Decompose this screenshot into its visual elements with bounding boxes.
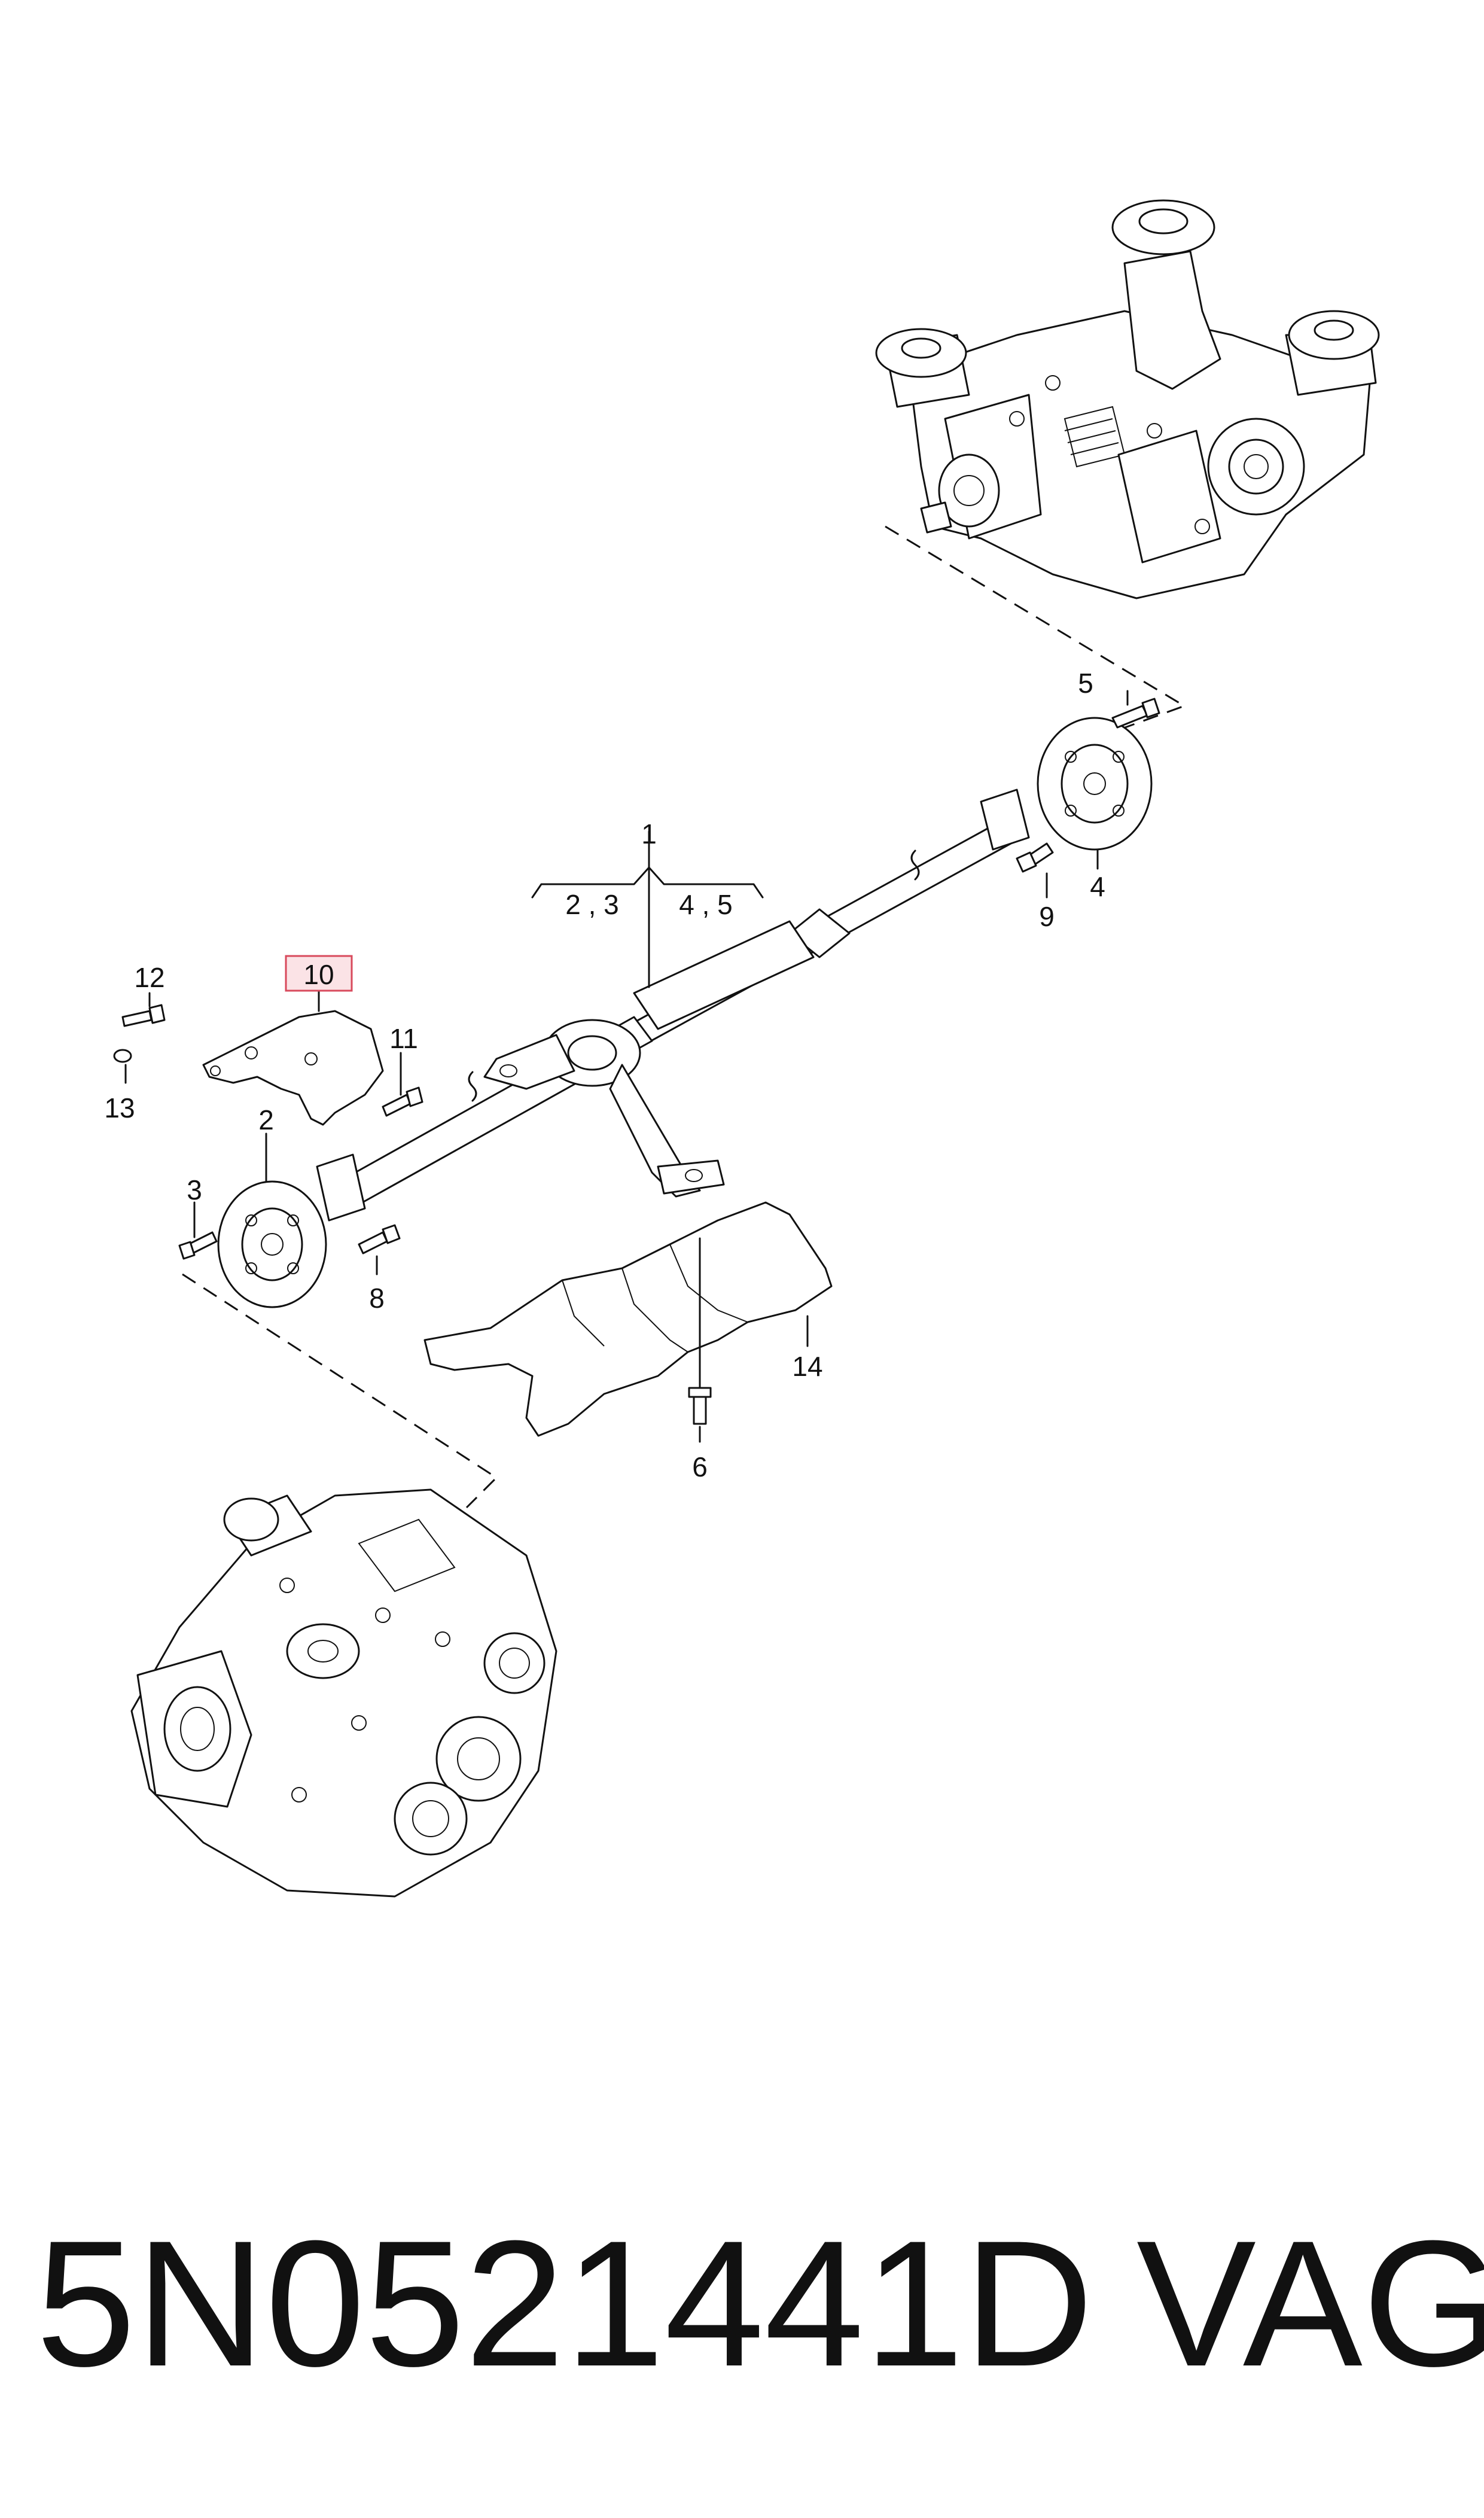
bolts: [113, 698, 1160, 1425]
leader-lines: [124, 690, 1129, 1443]
callout-2-3: 2 , 3: [565, 889, 619, 920]
callout-9: 9: [1039, 901, 1055, 932]
callout-10-highlight: [285, 955, 353, 992]
bracket-part-10: [202, 1010, 384, 1126]
leader-dashed-front: [182, 1273, 498, 1509]
callout-8: 8: [369, 1283, 385, 1314]
callout-13: 13: [104, 1092, 135, 1123]
footer: 5N0521441D VAG: [36, 2203, 1484, 2429]
callout-11: 11: [389, 1023, 418, 1054]
callout-14: 14: [792, 1351, 822, 1382]
callout-3: 3: [187, 1174, 202, 1205]
brand-name: VAG: [1136, 2203, 1484, 2404]
part-number: 5N0521441D: [36, 2203, 1094, 2404]
rear-differential: [875, 199, 1380, 599]
callout-2: 2: [258, 1104, 274, 1135]
callout-4-5: 4 , 5: [679, 889, 733, 920]
callout-5: 5: [1078, 668, 1093, 699]
callout-12: 12: [134, 962, 164, 993]
heat-shield-part-14: [423, 1201, 833, 1437]
callout-4: 4: [1090, 871, 1105, 902]
propshaft: [217, 717, 1153, 1308]
callout-10: 10: [303, 959, 334, 990]
callout-6: 6: [692, 1451, 708, 1482]
transmission: [130, 1488, 557, 1898]
callout-1: 1: [641, 818, 657, 850]
